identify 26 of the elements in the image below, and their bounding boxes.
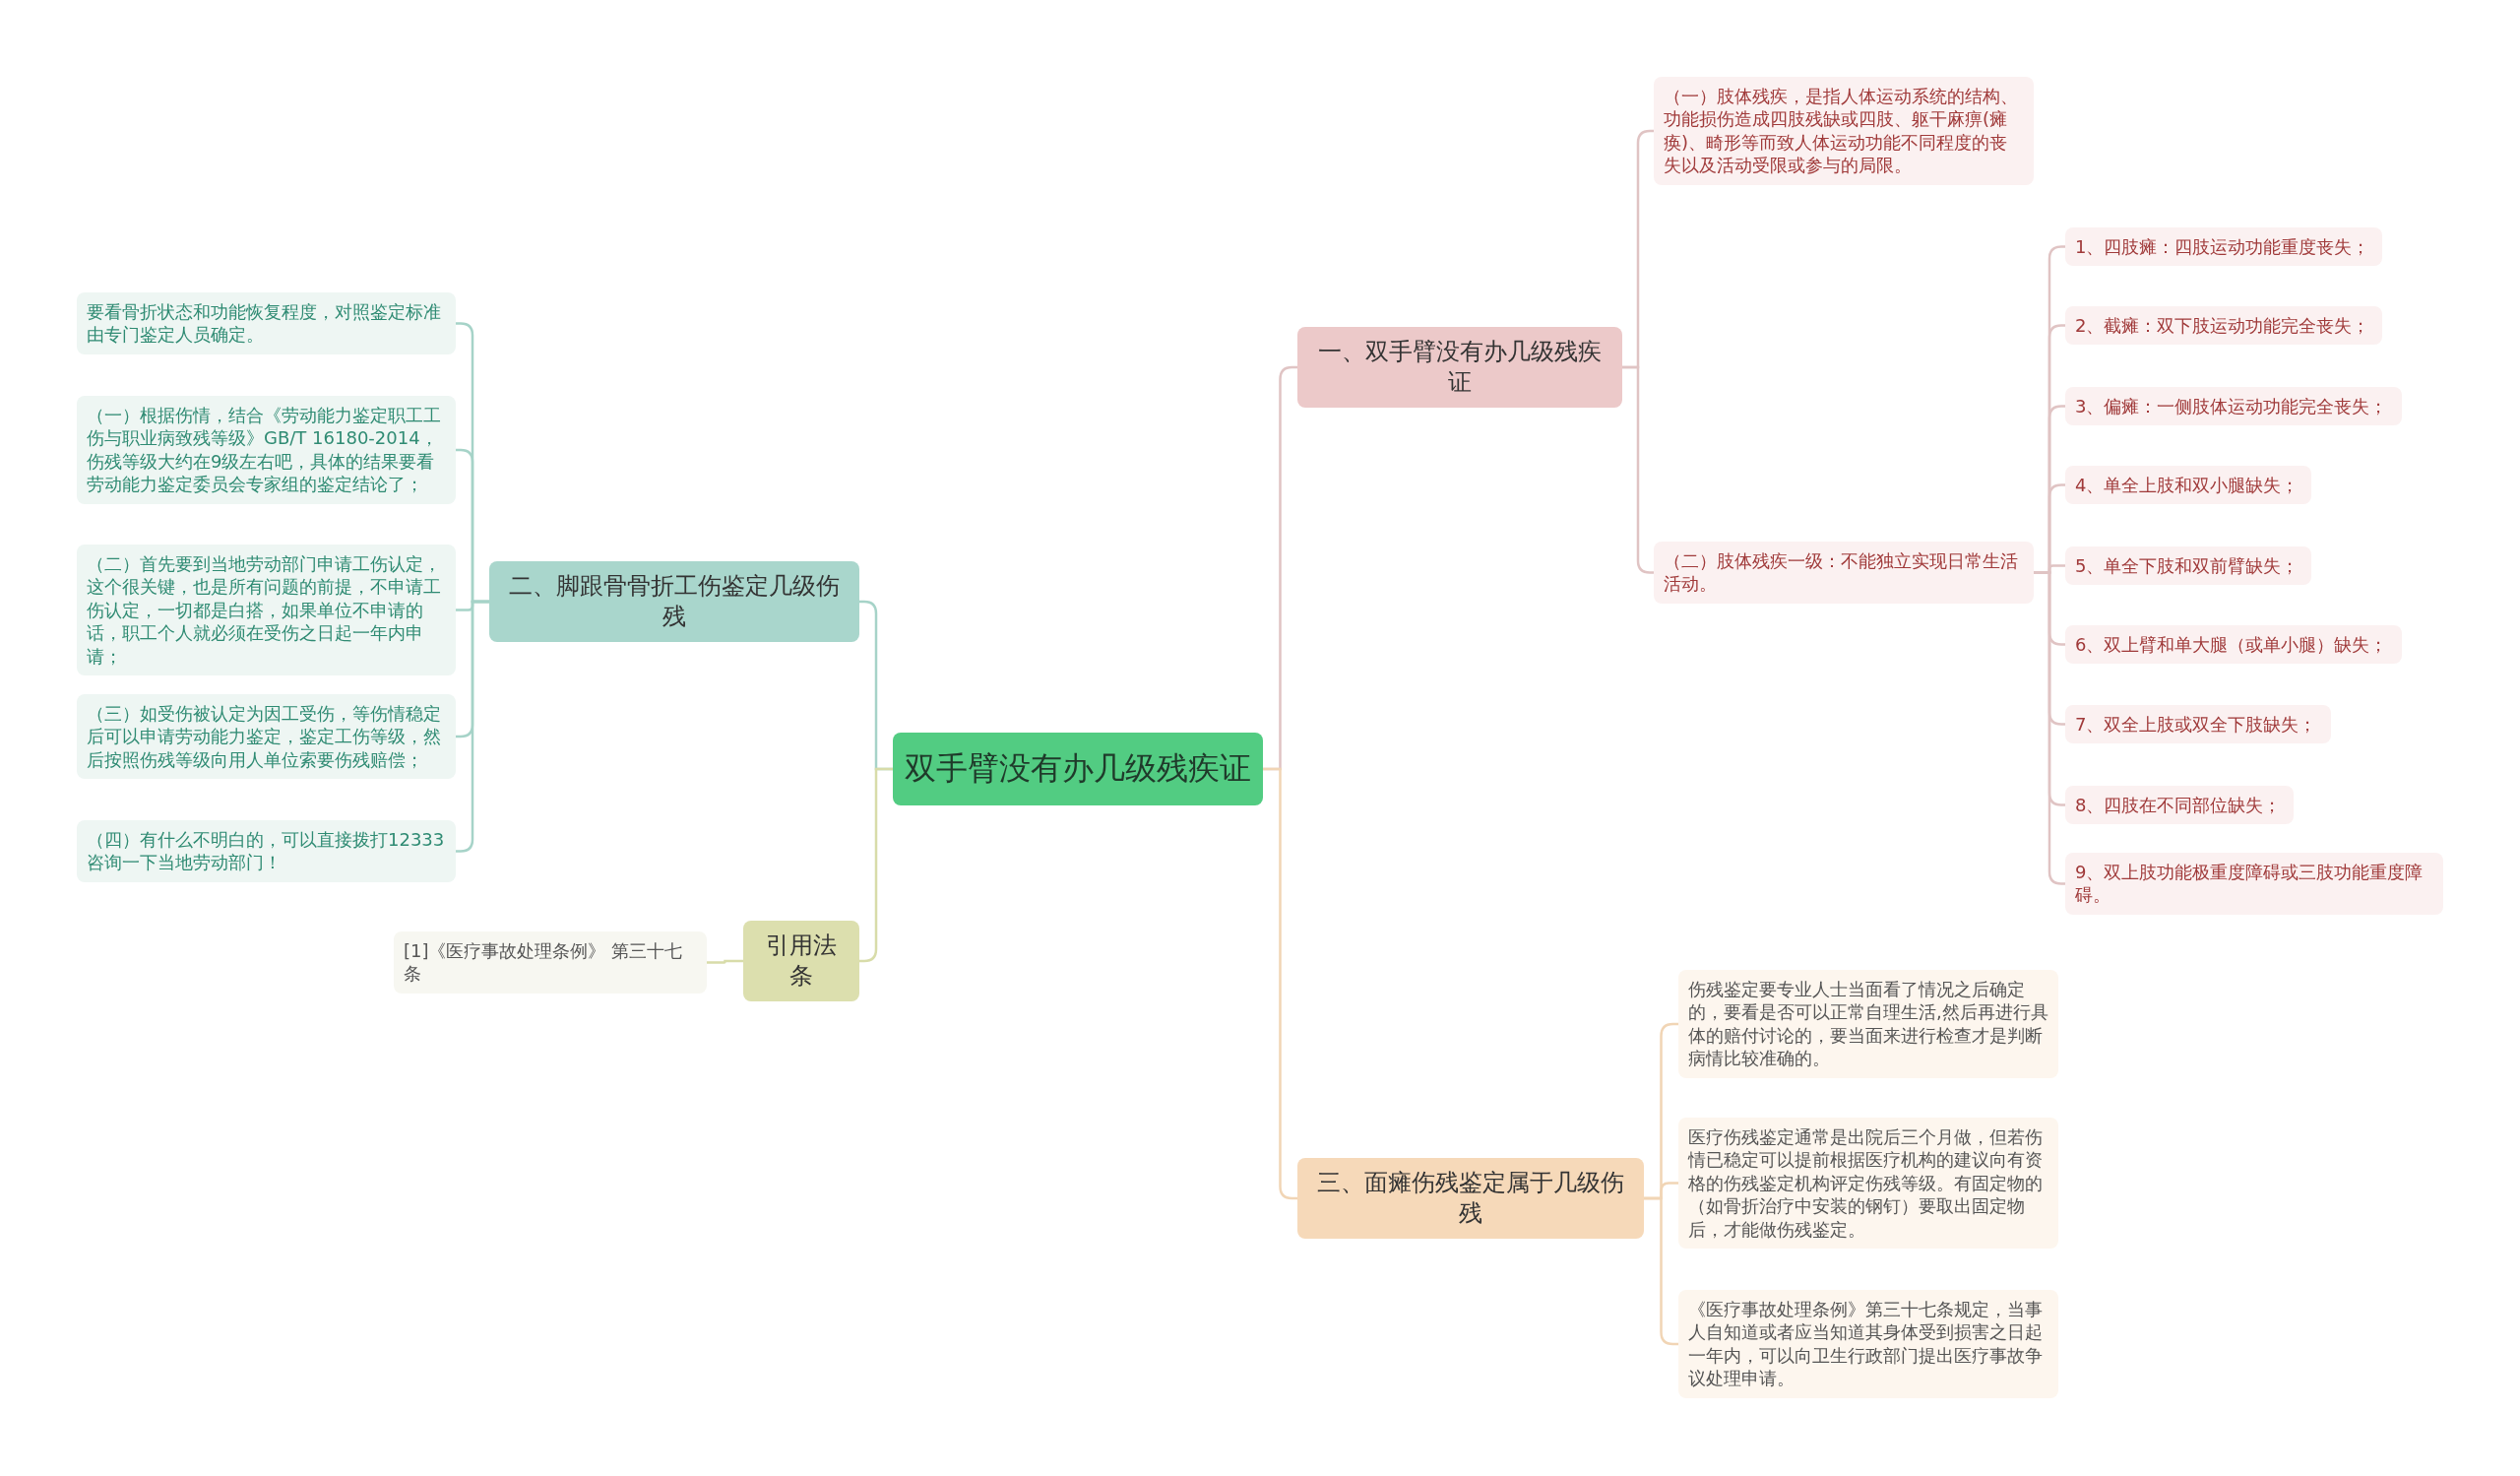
list-item-box: 5、单全下肢和双前臂缺失； [2065, 546, 2311, 586]
note-box: [1]《医疗事故处理条例》 第三十七条 [394, 931, 707, 994]
note-box: 医疗伤残鉴定通常是出院后三个月做，但若伤情已稳定可以提前根据医疗机构的建议向有资格的伤残鉴定机构评定伤残等级。有固定物的（如骨折治疗中安装的钢钉）要取出固定物后，才能做伤残鉴定。 [1678, 1118, 2058, 1249]
topic-box: 三、面瘫伤残鉴定属于几级伤残 [1297, 1158, 1644, 1240]
list-item-box: 7、双全上肢或双全下肢缺失； [2065, 705, 2331, 744]
list-item-box: 3、偏瘫：一侧肢体运动功能完全丧失； [2065, 387, 2402, 426]
topic-box: 二、脚跟骨骨折工伤鉴定几级伤残 [489, 561, 859, 643]
note-box: （三）如受伤被认定为因工受伤，等伤情稳定后可以申请劳动能力鉴定，鉴定工伤等级，然后按照伤残等级向用人单位索要伤残赔偿； [77, 694, 456, 780]
note-box: 要看骨折状态和功能恢复程度，对照鉴定标准由专门鉴定人员确定。 [77, 292, 456, 354]
list-item-box: 4、单全上肢和双小腿缺失； [2065, 466, 2311, 505]
note-box: （二）首先要到当地劳动部门申请工伤认定，这个很关键，也是所有问题的前提，不申请工伤认定，一切都是白搭，如果单位不申请的话，职工个人就必须在受伤之日起一年内申请； [77, 545, 456, 675]
central-topic-box: 双手臂没有办几级残疾证 [893, 733, 1263, 805]
list-item-box: 2、截瘫：双下肢运动功能完全丧失； [2065, 306, 2382, 346]
note-box: （一）根据伤情，结合《劳动能力鉴定职工工伤与职业病致残等级》GB/T 16180-2014，伤残等级大约在9级左右吧，具体的结果要看劳动能力鉴定委员会专家组的鉴定结论了； [77, 396, 456, 504]
list-item-box: 9、双上肢功能极重度障碍或三肢功能重度障碍。 [2065, 853, 2443, 915]
topic-box: 引用法条 [743, 921, 859, 1002]
topic-box: 一、双手臂没有办几级残疾证 [1297, 327, 1622, 409]
list-item-box: 1、四肢瘫：四肢运动功能重度丧失； [2065, 227, 2382, 267]
note-box: （二）肢体残疾一级：不能独立实现日常生活活动。 [1654, 542, 2034, 604]
note-box: 伤残鉴定要专业人士当面看了情况之后确定的，要看是否可以正常自理生活,然后再进行具体的赔付讨论的，要当面来进行检查才是判断病情比较准确的。 [1678, 970, 2058, 1078]
note-box: （一）肢体残疾，是指人体运动系统的结构、功能损伤造成四肢残缺或四肢、躯干麻痹(瘫痪)、畸形等而致人体运动功能不同程度的丧失以及活动受限或参与的局限。 [1654, 77, 2034, 185]
list-item-box: 8、四肢在不同部位缺失； [2065, 786, 2294, 825]
note-box: 《医疗事故处理条例》第三十七条规定，当事人自知道或者应当知道其身体受到损害之日起一年内，可以向卫生行政部门提出医疗事故争议处理申请。 [1678, 1290, 2058, 1398]
connector-line [707, 959, 743, 964]
list-item-box: 6、双上臂和单大腿（或单小腿）缺失； [2065, 625, 2402, 665]
note-box: （四）有什么不明白的，可以直接拨打12333咨询一下当地劳动部门！ [77, 820, 456, 882]
